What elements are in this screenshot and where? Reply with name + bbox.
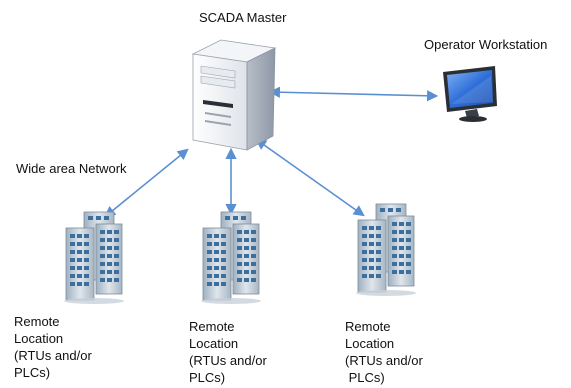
- remote-1-line-4: PLCs): [14, 365, 51, 380]
- link-master-remote-1: [104, 148, 189, 218]
- remote-2-line-3: (RTUs and/or: [189, 353, 267, 368]
- remote-2-line-4: PLCs): [189, 370, 226, 385]
- remote-location-label-1: Remote Location (RTUs and/or PLCs): [14, 313, 92, 381]
- remote-location-label-2: Remote Location (RTUs and/or PLCs): [189, 318, 267, 386]
- building-icon: [200, 211, 262, 305]
- remote-2-line-2: Location: [189, 336, 239, 351]
- building-icon: [355, 203, 417, 297]
- scada-master-label: SCADA Master: [199, 10, 287, 25]
- server-icon: [191, 39, 277, 151]
- remote-location-label-3: Remote Location (RTUs and/or PLCs): [345, 318, 423, 386]
- remote-1-line-1: Remote: [14, 314, 60, 329]
- remote-1-line-2: Location: [14, 331, 64, 346]
- building-icon: [63, 211, 125, 305]
- remote-3-line-4: PLCs): [345, 370, 385, 385]
- remote-1-line-3: (RTUs and/or: [14, 348, 92, 363]
- remote-2-line-1: Remote: [189, 319, 235, 334]
- link-master-remote-3: [255, 138, 365, 217]
- link-master-workstation: [268, 86, 439, 102]
- wan-label: Wide area Network: [16, 161, 127, 176]
- operator-workstation-label: Operator Workstation: [424, 37, 548, 52]
- remote-3-line-2: Location: [345, 336, 395, 351]
- remote-3-line-1: Remote: [345, 319, 391, 334]
- remote-3-line-3: (RTUs and/or: [345, 353, 423, 368]
- monitor-icon: [443, 66, 497, 122]
